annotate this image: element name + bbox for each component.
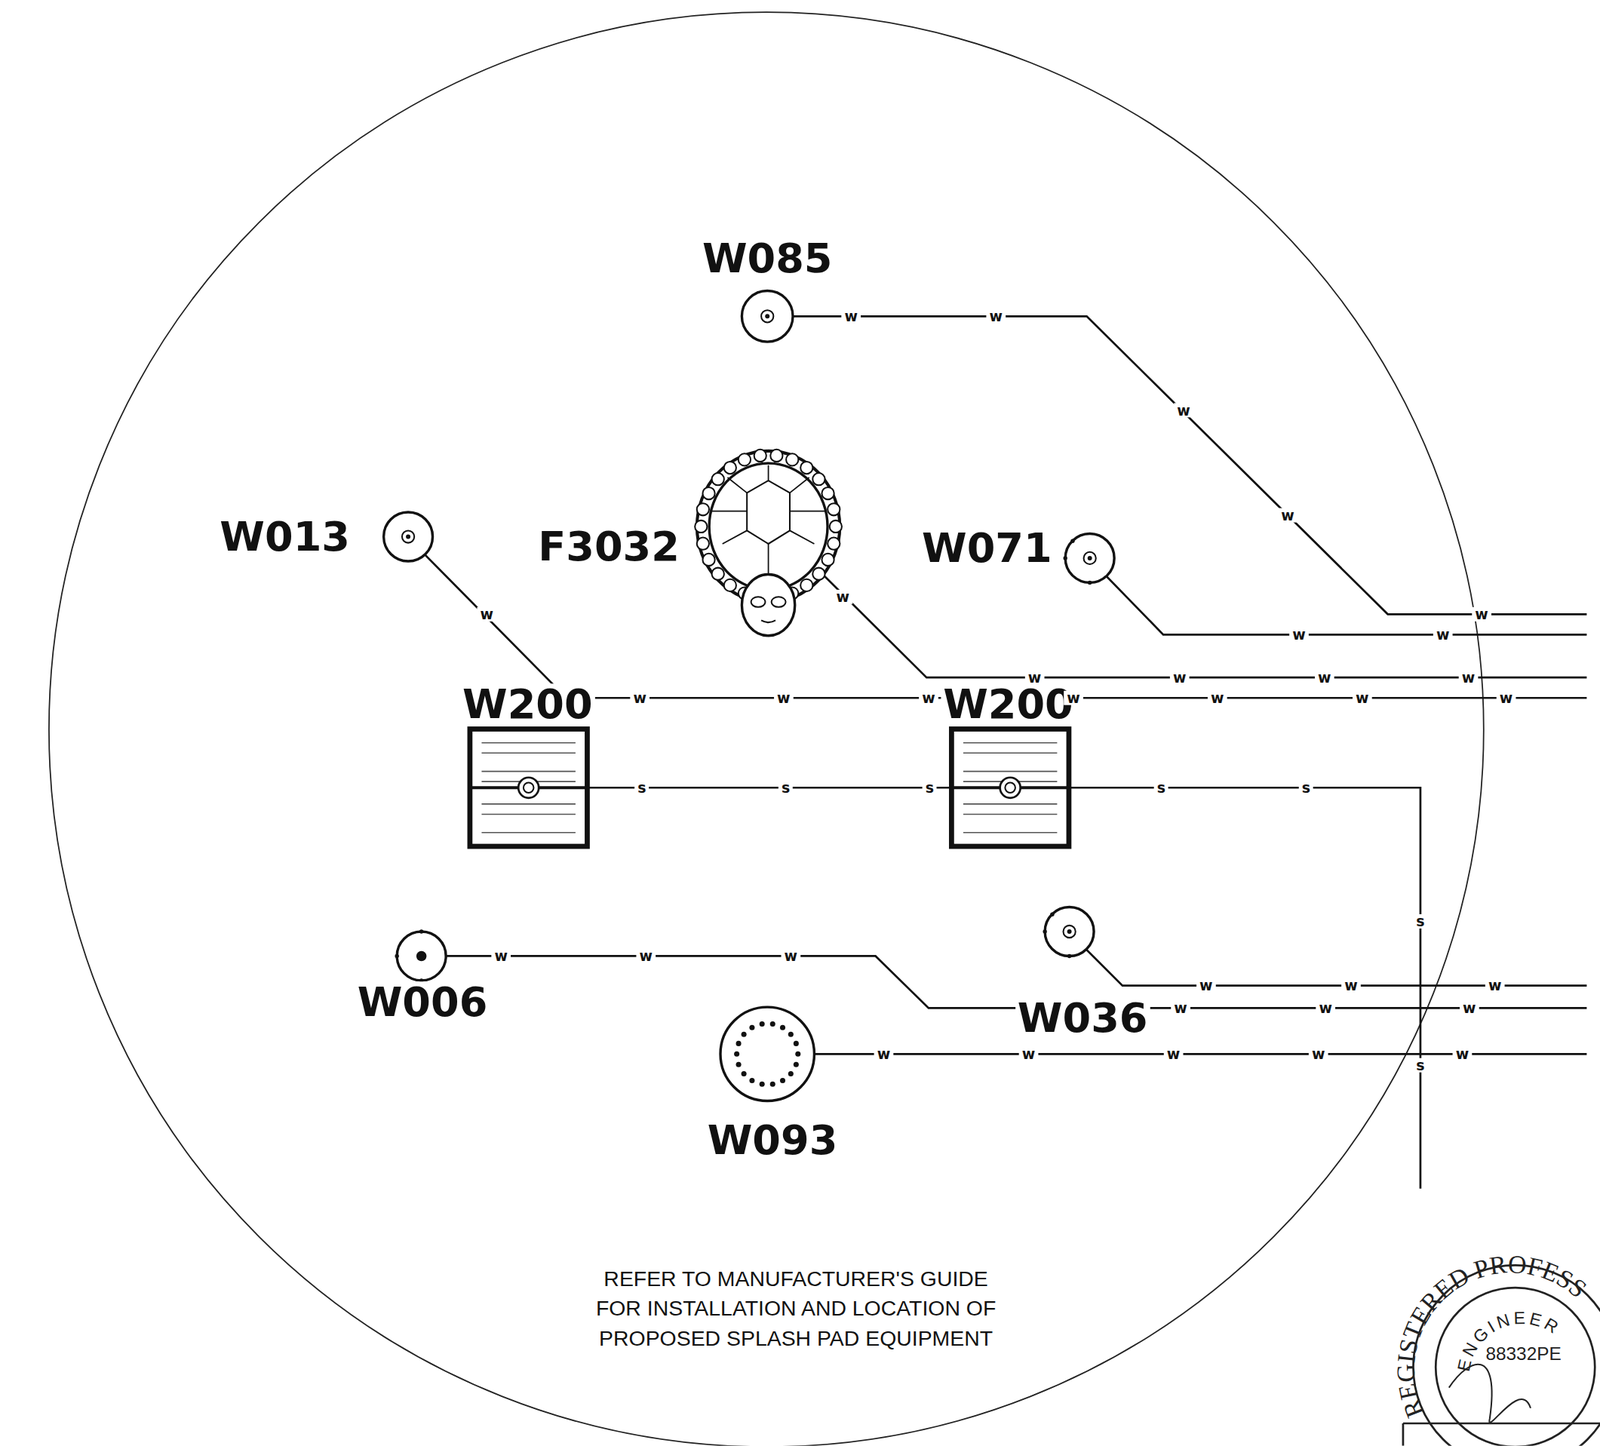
line-type-marker: s — [1154, 780, 1169, 796]
line-type-marker: w — [1289, 627, 1309, 642]
fixture-label: W036 — [1015, 997, 1150, 1039]
line-type-marker: w — [781, 948, 802, 964]
line-type-marker: w — [1025, 670, 1045, 685]
line-type-marker: w — [476, 607, 497, 622]
fixture-label: W013 — [218, 515, 353, 557]
line-type-marker: w — [1459, 1001, 1480, 1016]
line-type-marker: s — [1299, 780, 1314, 796]
fixture-symbol — [738, 287, 796, 345]
line-type-marker: w — [1170, 1001, 1191, 1016]
line-type-marker: s — [634, 780, 649, 796]
fixture-node: F3032 — [694, 446, 843, 639]
line-type-marker: w — [1433, 627, 1453, 642]
line-type-marker: w — [1063, 690, 1084, 706]
seal-text-path: REGISTERED PROFESS — [1391, 1249, 1592, 1422]
line-type-marker: w — [629, 690, 650, 706]
line-type-marker: w — [1458, 670, 1479, 685]
seal-text: REGISTERED PROFESS — [1391, 1249, 1592, 1422]
seal-text: ENGINEER — [1453, 1308, 1565, 1373]
line-type-marker: w — [841, 309, 861, 324]
general-note: REFER TO MANUFACTURER'S GUIDE FOR INSTAL… — [581, 1265, 1011, 1355]
fixture-label: W085 — [700, 237, 835, 279]
line-type-marker: s — [1412, 914, 1428, 929]
fixture-label: W200 — [940, 683, 1075, 725]
line-type-marker: w — [491, 948, 511, 964]
line-type-marker: w — [1170, 670, 1190, 685]
fixture-node: W006 — [393, 928, 449, 984]
fixture-symbol — [948, 726, 1072, 849]
line-type-marker: w — [1315, 1001, 1336, 1016]
line-type-marker: w — [874, 1047, 894, 1062]
line-type-marker: s — [778, 780, 793, 796]
seal-text-path: ENGINEER — [1453, 1308, 1565, 1373]
fixture-label: W006 — [355, 981, 490, 1023]
line-type-marker: w — [1196, 978, 1217, 993]
line-type-marker: w — [833, 589, 854, 605]
fixture-label: W093 — [705, 1119, 840, 1161]
fixture-label: W071 — [919, 527, 1054, 569]
line-type-marker: w — [773, 690, 794, 706]
line-type-marker: w — [1485, 978, 1505, 993]
line-type-marker: w — [1308, 1047, 1329, 1062]
line-type-marker: w — [1163, 1047, 1184, 1062]
line-type-marker: w — [1452, 1047, 1473, 1062]
line-type-marker: w — [635, 948, 656, 964]
line-type-marker: w — [1277, 508, 1298, 523]
line-type-marker: w — [1314, 670, 1335, 685]
fixture-symbol — [467, 726, 590, 849]
fixture-symbol — [380, 509, 437, 565]
fixture-symbol — [1041, 903, 1097, 959]
line-type-marker: w — [1207, 690, 1228, 706]
fixture-node: W200 — [467, 726, 590, 849]
line-type-marker: w — [1019, 1047, 1039, 1062]
line-type-marker: s — [922, 780, 937, 796]
seal-number: 88332PE — [1486, 1345, 1562, 1364]
fixture-symbol — [717, 1004, 818, 1105]
line-type-marker: w — [1173, 402, 1194, 418]
fixture-node: W036 — [1041, 903, 1097, 959]
fixture-label: W200 — [460, 683, 595, 725]
fixture-node: W200 — [948, 726, 1072, 849]
line-type-marker: s — [1412, 1058, 1428, 1073]
fixture-symbol — [694, 446, 843, 639]
fixture-symbol — [393, 928, 449, 984]
line-type-marker: w — [1496, 690, 1517, 706]
fixture-node: W093 — [717, 1004, 818, 1105]
line-type-marker: w — [1471, 607, 1492, 622]
line-type-marker: w — [918, 690, 939, 706]
fixture-label: F3032 — [536, 525, 682, 567]
fixture-symbol — [1062, 530, 1118, 586]
fixture-node: W071 — [1062, 530, 1118, 586]
line-type-marker: w — [1341, 978, 1361, 993]
line-type-marker: w — [1352, 690, 1373, 706]
fixture-node: W013 — [380, 509, 437, 565]
line-type-marker: w — [985, 309, 1006, 324]
fixture-node: W085 — [738, 287, 796, 345]
